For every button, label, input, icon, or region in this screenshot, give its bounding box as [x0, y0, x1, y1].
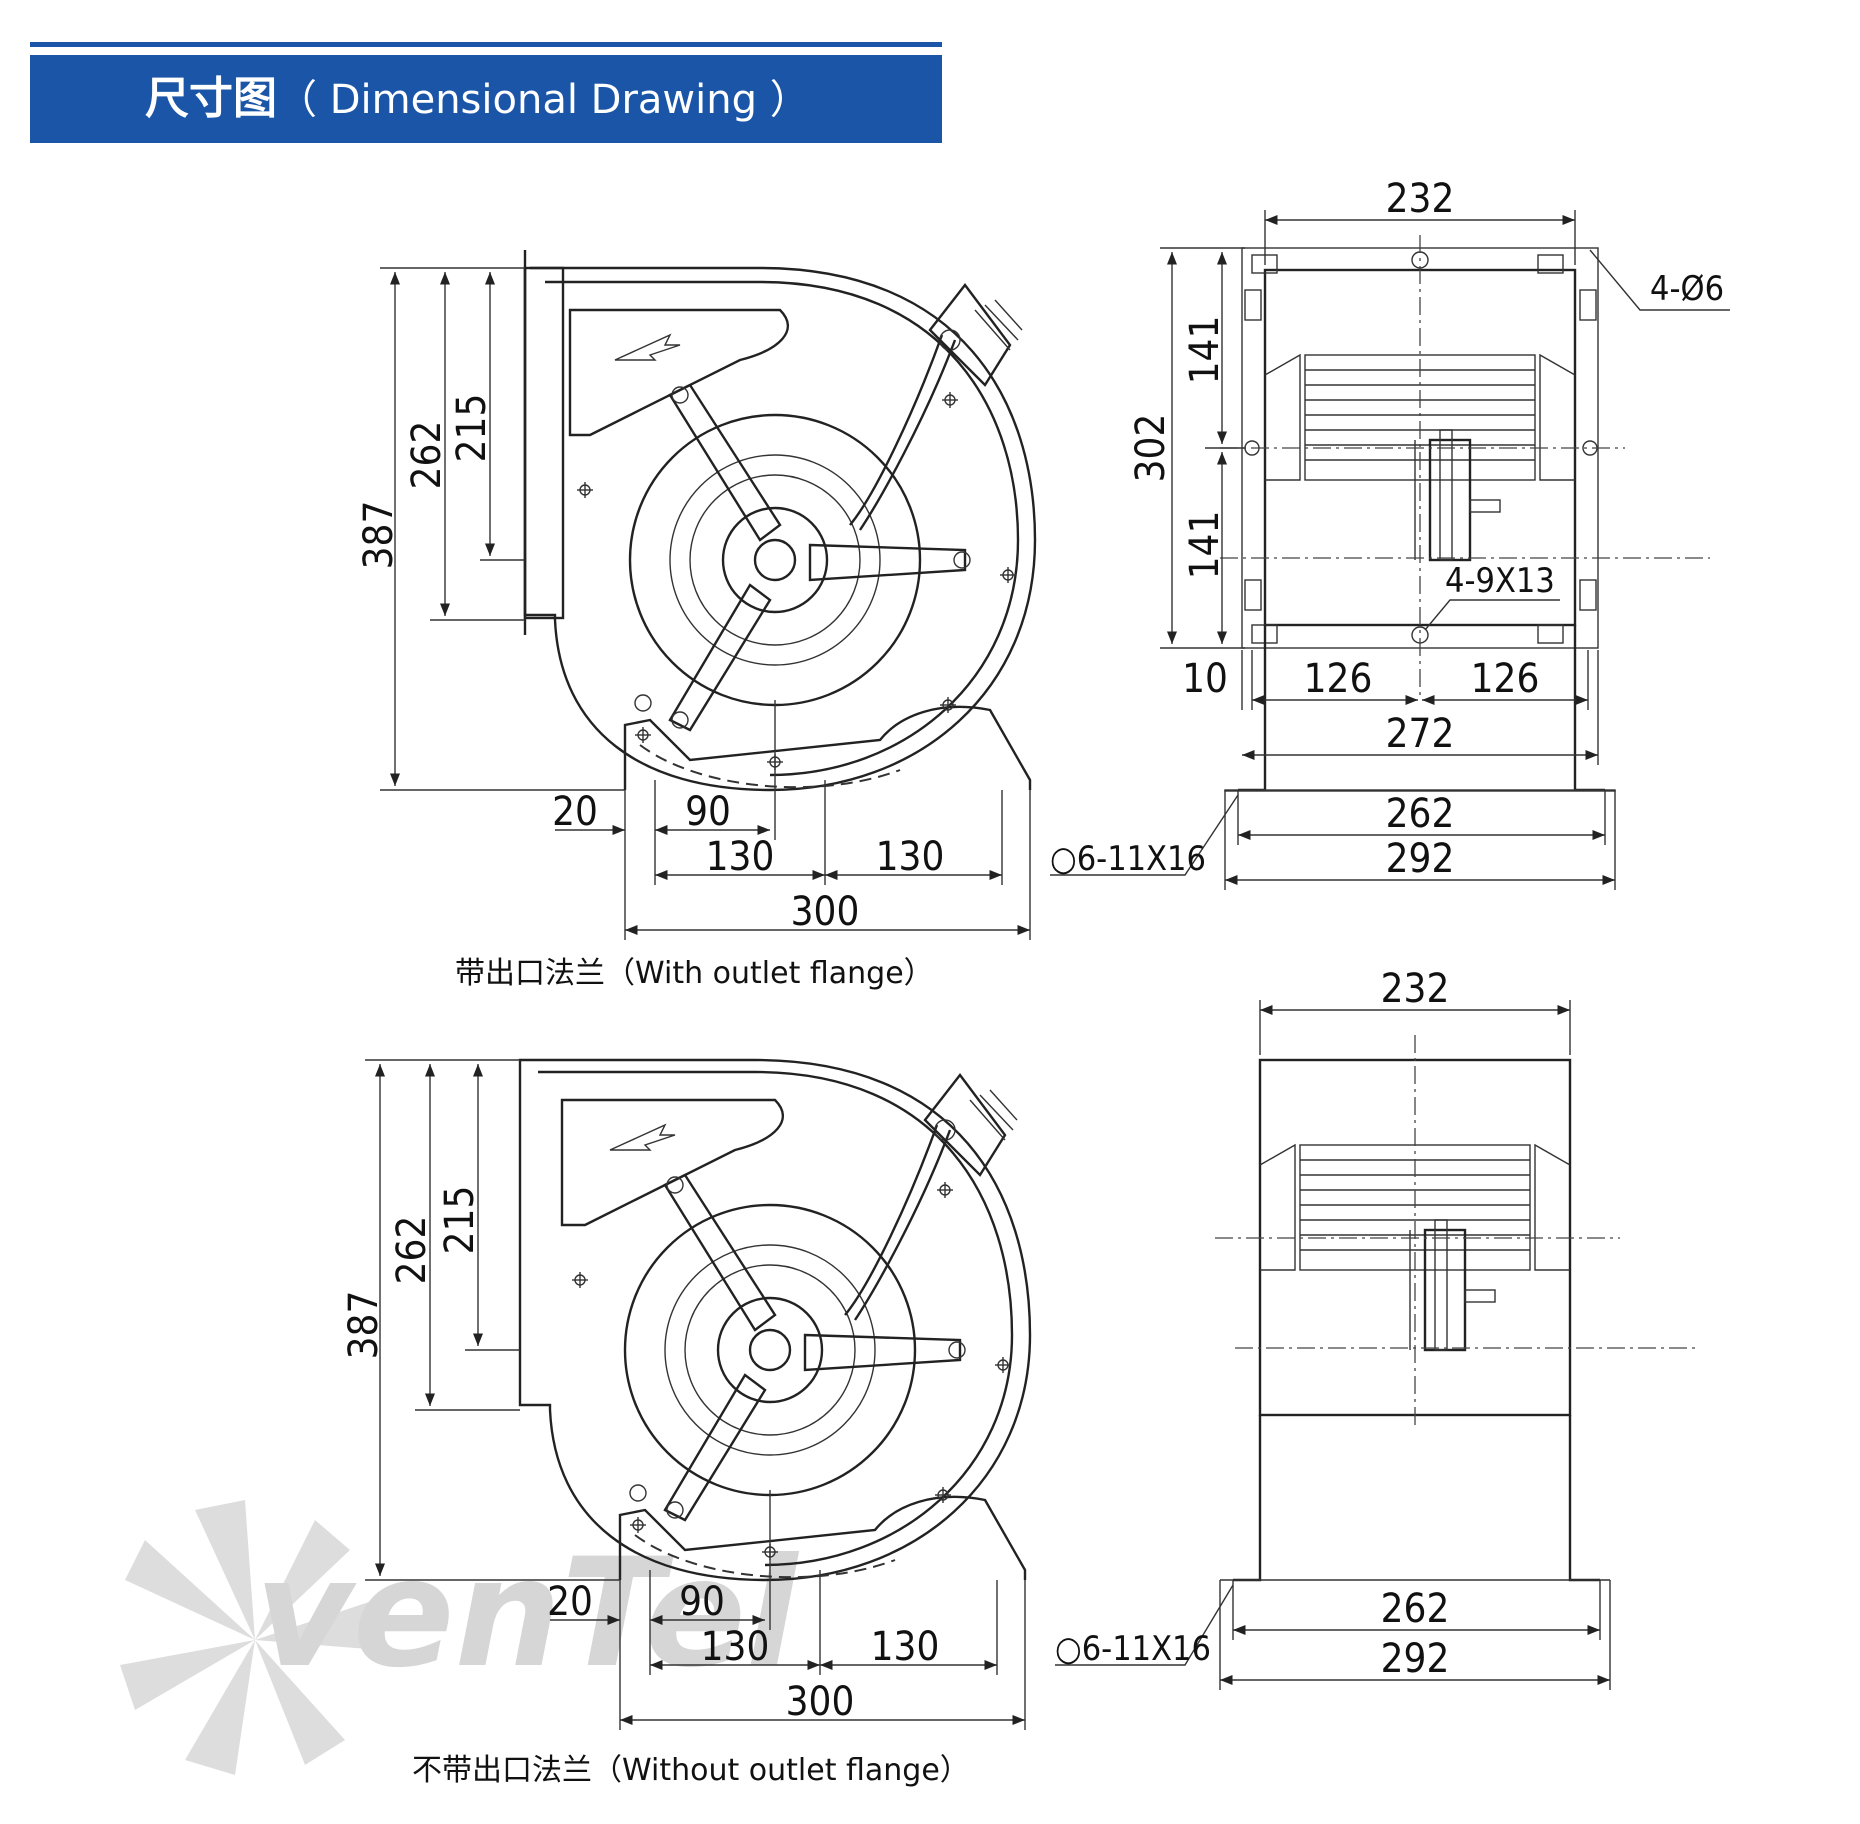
dim-262-b: 262: [389, 1216, 435, 1285]
caption-with-flange: 带出口法兰（With outlet flange）: [455, 956, 934, 991]
note-4-holes: 4-Ø6: [1650, 269, 1724, 309]
dim-130-right: 130: [876, 834, 945, 880]
dim-232: 232: [1386, 176, 1455, 222]
section-header: 尺寸图（ Dimensional Drawing ）: [30, 55, 942, 143]
dim-126-left: 126: [1304, 656, 1373, 702]
dim-20: 20: [552, 789, 598, 835]
caption-without-flange: 不带出口法兰（Without outlet flange）: [412, 1753, 970, 1788]
dim-302: 302: [1128, 414, 1174, 483]
dim-10: 10: [1182, 656, 1228, 702]
watermark-text: venTel: [255, 1527, 800, 1701]
dim-141-upper: 141: [1182, 316, 1228, 385]
brand-watermark: venTel: [120, 1500, 800, 1775]
dim-90: 90: [685, 789, 731, 835]
header-title-cn: 尺寸图: [145, 73, 277, 124]
bottom-front-view: 232 262 292 ○6-11X16: [1055, 966, 1700, 1690]
dim-126-right: 126: [1471, 656, 1540, 702]
dim-130-left: 130: [706, 834, 775, 880]
dim-387: 387: [356, 501, 402, 570]
note-slots: 4-9X13: [1445, 561, 1555, 601]
top-side-view: 387 262 215 20 90 130 130 300: [356, 250, 1037, 940]
dim-20-b: 20: [547, 1579, 593, 1625]
note-base-holes-b: ○6-11X16: [1055, 1629, 1211, 1669]
dim-130-left-b: 130: [701, 1624, 770, 1670]
header-title-en: （ Dimensional Drawing ）: [277, 77, 810, 123]
header-rule: [30, 42, 942, 47]
dim-300-b: 300: [786, 1679, 855, 1725]
dim-90-b: 90: [679, 1579, 725, 1625]
dim-272: 272: [1386, 711, 1455, 757]
bottom-side-view: 387 262 215 20 90 130 130 300: [341, 1058, 1032, 1730]
dim-292-base-b: 292: [1381, 1636, 1450, 1682]
dim-141-lower: 141: [1182, 511, 1228, 580]
dim-300: 300: [791, 889, 860, 935]
dim-262-base-b: 262: [1381, 1586, 1450, 1632]
dim-262-base: 262: [1386, 791, 1455, 837]
dim-232-b: 232: [1381, 966, 1450, 1012]
dim-262: 262: [404, 421, 450, 490]
note-base-holes: ○6-11X16: [1050, 839, 1206, 879]
dim-292-base: 292: [1386, 836, 1455, 882]
dim-215: 215: [449, 394, 495, 463]
dim-387-b: 387: [341, 1291, 387, 1360]
dim-130-right-b: 130: [871, 1624, 940, 1670]
top-front-view: 232 302 141 141 10 126 126 272 262 292 4…: [1050, 176, 1730, 890]
dim-215-b: 215: [437, 1186, 483, 1255]
